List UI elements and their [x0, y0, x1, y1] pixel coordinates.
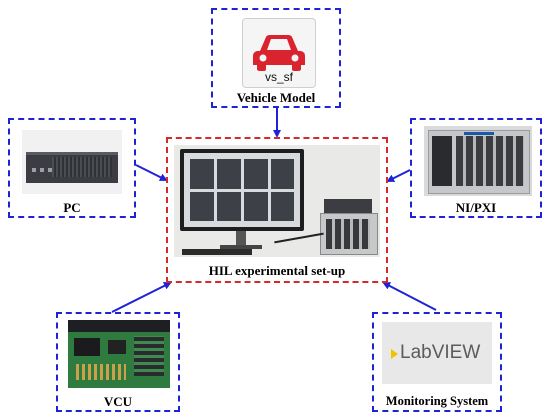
pc-photo — [22, 130, 122, 194]
car-icon — [253, 35, 305, 71]
hil-photo — [174, 145, 380, 257]
arrow-nipxi-to-hil — [386, 169, 411, 182]
arrow-vcu-to-hil — [111, 282, 172, 313]
pc-label: PC — [63, 200, 81, 215]
labview-arrow-icon — [391, 349, 398, 359]
vcu-box: VCU — [56, 312, 180, 412]
nipxi-box: NI/PXI — [410, 118, 542, 218]
nipxi-label: NI/PXI — [455, 200, 497, 215]
arrow-monitoring-to-hil — [382, 282, 437, 311]
vehicle-model-label: Vehicle Model — [236, 90, 316, 105]
vehicle-model-icon: vs_sf — [242, 18, 316, 88]
monitoring-label: Monitoring System — [385, 394, 489, 408]
labview-logo: LabVIEW — [382, 322, 492, 384]
pc-box: PC — [8, 118, 136, 218]
monitoring-box: LabVIEW Monitoring System — [372, 312, 502, 412]
hil-box: HIL experimental set-up — [166, 137, 388, 283]
vehicle-model-box: vs_sf Vehicle Model — [211, 8, 341, 108]
labview-logo-text: LabVIEW — [400, 342, 481, 363]
vcu-photo — [68, 320, 170, 388]
vehicle-model-icon-text: vs_sf — [264, 70, 293, 84]
hil-label: HIL experimental set-up — [208, 263, 346, 278]
nipxi-photo — [424, 126, 532, 196]
arrow-pc-to-hil — [135, 164, 168, 181]
vcu-label: VCU — [103, 394, 133, 409]
